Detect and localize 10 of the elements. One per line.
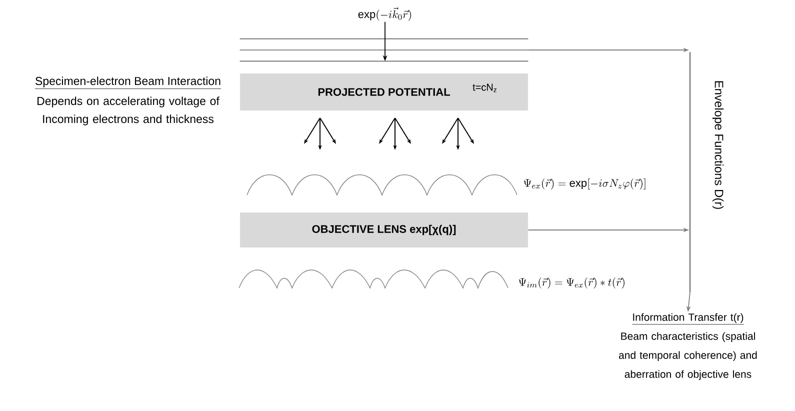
section-heading: Specimen-electron Beam Interaction xyxy=(34,76,222,89)
envelope-label: Envelope Functions D(r) xyxy=(712,81,724,209)
wave-formula: $\exp(-i\vec{k}_0\vec{r})$ xyxy=(358,7,412,21)
information-transfer-text: Information Transfer t(r) Beam characteristics (spatial and temporal coherence) and aberration of objective lens xyxy=(618,313,757,380)
exit-wave-formula: $\Psi_{ex}(\vec{r}) = \exp[-i\sigma N_z\varphi(\vec{r})]$ xyxy=(524,178,646,190)
wave-front-lines xyxy=(239,38,529,62)
potential-box: PROJECTED POTENTIAL t=cN$_{z}$ xyxy=(240,74,528,110)
image-wave-formula: $\Psi_{im}(\vec{r}) = \Psi_{ex}(\vec{r}) * t(\vec{r})$ xyxy=(518,278,624,288)
lens-box: OBJECTIVE LENS exp[χ(q)] xyxy=(240,212,528,248)
description-text: Depends on accelerating voltage of Incoming electrons and thickness xyxy=(38,96,220,126)
